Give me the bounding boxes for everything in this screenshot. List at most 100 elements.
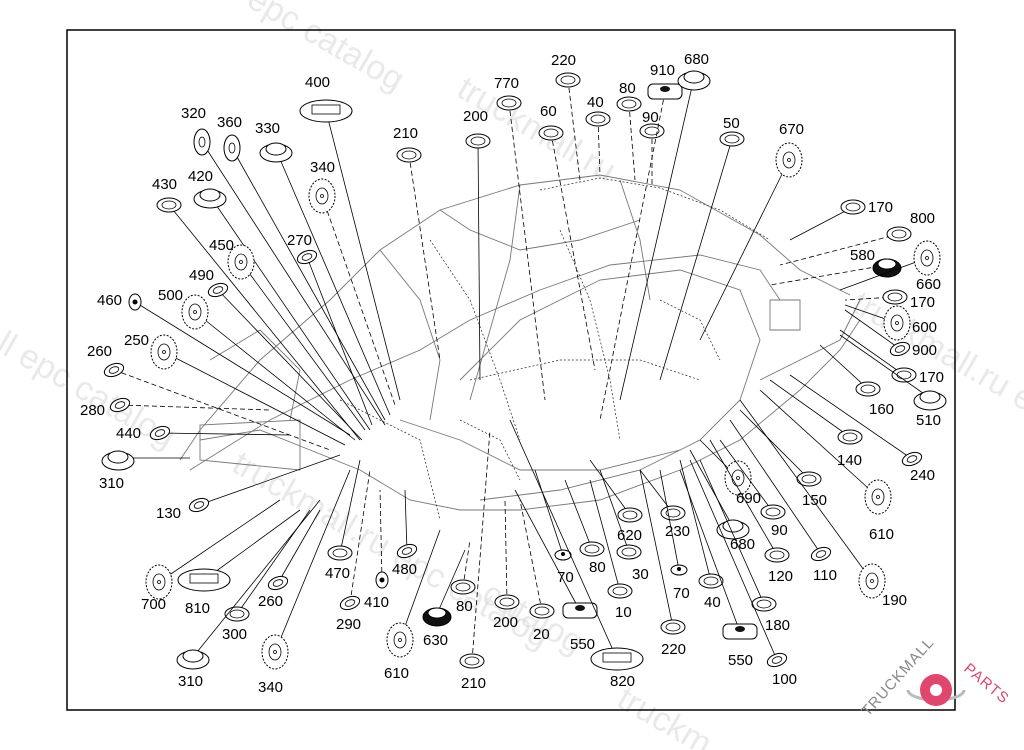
callout-label[interactable]: 340 [258, 679, 283, 696]
callout[interactable]: 610 [759, 389, 894, 543]
callout[interactable]: 40 [679, 459, 724, 611]
callout[interactable]: 420 [188, 168, 371, 431]
callout-label[interactable]: 90 [771, 522, 788, 539]
part-plug-domed-icon[interactable] [677, 70, 711, 91]
part-plug-flat-icon[interactable] [224, 606, 250, 622]
callout-label[interactable]: 630 [423, 632, 448, 649]
callout[interactable]: 320 [181, 105, 386, 426]
callout[interactable]: 70 [659, 469, 690, 602]
part-disc-icon[interactable] [913, 240, 941, 276]
callout-label[interactable]: 400 [305, 74, 330, 91]
part-disc-icon[interactable] [864, 479, 892, 515]
part-clip-icon[interactable] [207, 281, 230, 299]
callout[interactable]: 690 [699, 439, 761, 507]
part-plug-flat-icon[interactable] [617, 507, 643, 523]
callout[interactable]: 400 [299, 74, 401, 401]
part-plug-flat-icon[interactable] [751, 596, 777, 612]
callout[interactable]: 460 [97, 292, 351, 436]
part-disc-icon[interactable] [261, 634, 289, 670]
callout[interactable]: 490 [189, 267, 363, 441]
callout[interactable]: 330 [255, 120, 391, 416]
callout-label[interactable]: 210 [461, 675, 486, 692]
part-clip-icon[interactable] [149, 424, 172, 442]
callout[interactable]: 630 [422, 549, 466, 649]
callout[interactable]: 410 [364, 489, 389, 611]
part-disc-icon[interactable] [775, 142, 803, 178]
callout[interactable]: 670 [699, 121, 804, 341]
part-plug-flat-icon[interactable] [660, 619, 686, 635]
callout[interactable]: 30 [599, 469, 649, 583]
callout-label[interactable]: 110 [813, 567, 837, 584]
callout-label[interactable]: 210 [393, 125, 418, 142]
callout[interactable]: 440 [116, 424, 291, 442]
part-plug-flat-icon[interactable] [891, 367, 917, 383]
callout-label[interactable]: 910 [650, 62, 675, 79]
callout-label[interactable]: 670 [779, 121, 804, 138]
callout-label[interactable]: 60 [540, 103, 557, 120]
callout[interactable]: 680 [619, 51, 711, 401]
callout-label[interactable]: 150 [802, 492, 827, 509]
part-plug-domed-icon[interactable] [101, 450, 135, 471]
part-plug-flat-icon[interactable] [327, 545, 353, 561]
callout[interactable]: 360 [217, 114, 386, 421]
callout[interactable]: 550 [679, 469, 758, 669]
callout[interactable]: 900 [844, 309, 937, 359]
part-oval-large-icon[interactable] [299, 99, 353, 123]
part-plug-flat-icon[interactable] [538, 125, 564, 141]
callout-label[interactable]: 690 [736, 490, 761, 507]
callout[interactable]: 160 [819, 344, 894, 418]
part-plug-flat-icon[interactable] [396, 147, 422, 163]
callout[interactable]: 340 [308, 159, 396, 406]
callout[interactable]: 250 [124, 332, 346, 446]
callout[interactable]: 90 [719, 439, 788, 539]
part-disc-small-icon[interactable] [128, 293, 142, 311]
callout[interactable]: 450 [209, 237, 366, 431]
part-plug-flat-icon[interactable] [660, 505, 686, 521]
callout[interactable]: 820 [509, 419, 644, 690]
part-disc-icon[interactable] [227, 244, 255, 280]
callout-label[interactable]: 130 [156, 505, 181, 522]
callout[interactable]: 80 [616, 80, 642, 181]
callout-label[interactable]: 120 [768, 568, 793, 585]
callout-label[interactable]: 310 [99, 475, 124, 492]
callout-label[interactable]: 480 [392, 561, 417, 578]
callout[interactable]: 140 [769, 379, 863, 469]
callout-label[interactable]: 40 [704, 594, 721, 611]
part-plug-flat-icon[interactable] [886, 226, 912, 242]
part-disc-icon[interactable] [724, 460, 752, 496]
callout-label[interactable]: 430 [152, 176, 177, 193]
part-clip-icon[interactable] [103, 361, 126, 379]
callout[interactable]: 70 [534, 469, 574, 586]
callout[interactable]: 270 [287, 232, 373, 426]
callout[interactable]: 200 [463, 108, 491, 381]
callout-label[interactable]: 460 [97, 292, 122, 309]
part-plug-domed-icon[interactable] [913, 390, 947, 411]
callout-label[interactable]: 200 [493, 614, 518, 631]
callout-label[interactable]: 450 [209, 237, 234, 254]
callout[interactable]: 190 [739, 399, 907, 609]
part-clip-icon[interactable] [766, 651, 789, 669]
callout-label[interactable]: 330 [255, 120, 280, 137]
callout-label[interactable]: 10 [615, 604, 632, 621]
part-plug-flat-icon[interactable] [496, 95, 522, 111]
part-plug-flat-icon[interactable] [494, 594, 520, 610]
callout[interactable]: 810 [177, 509, 301, 617]
part-disc-icon[interactable] [858, 563, 886, 599]
callout-label[interactable]: 180 [765, 617, 790, 634]
callout-label[interactable]: 50 [723, 115, 740, 132]
callout[interactable]: 300 [222, 509, 311, 643]
callout-label[interactable]: 810 [185, 600, 210, 617]
callout-label[interactable]: 510 [916, 412, 941, 429]
part-plug-flat-icon[interactable] [616, 96, 642, 112]
callout[interactable]: 610 [384, 529, 441, 682]
callout[interactable]: 120 [709, 439, 793, 585]
callout-label[interactable]: 310 [178, 673, 203, 690]
part-clip-icon[interactable] [267, 574, 290, 592]
callout[interactable]: 100 [689, 459, 797, 688]
part-disc-icon[interactable] [308, 178, 336, 214]
callout-label[interactable]: 280 [80, 402, 105, 419]
callout[interactable]: 220 [551, 52, 581, 181]
callout-label[interactable]: 470 [325, 565, 350, 582]
part-plug-dark-icon[interactable] [872, 258, 902, 278]
callout[interactable]: 110 [729, 419, 837, 584]
